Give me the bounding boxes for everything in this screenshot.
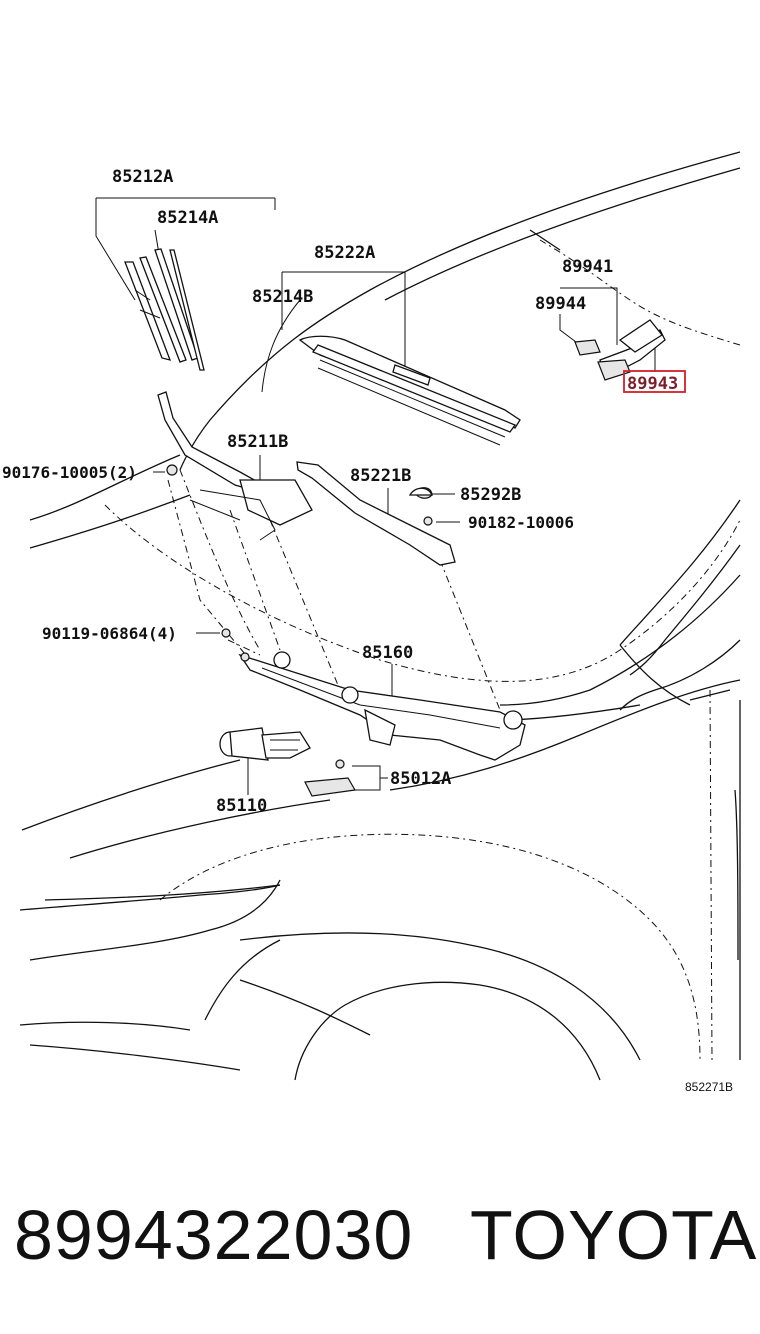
- callout-85214b: 85214B: [252, 287, 313, 307]
- callout-90182: 90182-10006: [468, 513, 574, 532]
- callout-85292b: 85292B: [460, 485, 521, 505]
- part-number: 8994322030: [14, 1196, 414, 1274]
- callout-89943: 89943: [627, 374, 678, 394]
- callout-89944: 89944: [535, 294, 586, 314]
- wiper-arm-cap: [408, 487, 434, 496]
- callout-85160: 85160: [362, 643, 413, 663]
- footer: 8994322030 TOYOTA: [0, 1190, 760, 1280]
- callout-85110: 85110: [216, 796, 267, 816]
- callout-90119: 90119-06864(4): [42, 624, 177, 643]
- wiper-link-assembly: [221, 628, 526, 761]
- washer-nozzle: [574, 319, 666, 381]
- wiper-motor: [219, 727, 311, 761]
- callout-85214a: 85214A: [157, 208, 218, 228]
- callout-85211b: 85211B: [227, 432, 288, 452]
- wiper-connector: [304, 759, 356, 797]
- wiper-blade-right: [298, 335, 521, 446]
- callout-85221b: 85221B: [350, 466, 411, 486]
- callout-85212a: 85212A: [112, 167, 173, 187]
- brand-name: TOYOTA: [470, 1196, 758, 1274]
- wiper-blade-left: [124, 248, 205, 371]
- vehicle-body-outline: [19, 151, 741, 1081]
- callout-85222a: 85222A: [314, 243, 375, 263]
- callout-90176: 90176-10005(2): [2, 463, 137, 482]
- leader-lines: [95, 197, 656, 795]
- figure-number: 852271B: [685, 1080, 733, 1094]
- callout-85012a: 85012A: [390, 769, 451, 789]
- callout-89941: 89941: [562, 257, 613, 277]
- highlight-box-89943: [623, 370, 686, 393]
- wiper-arm-left: [157, 391, 313, 541]
